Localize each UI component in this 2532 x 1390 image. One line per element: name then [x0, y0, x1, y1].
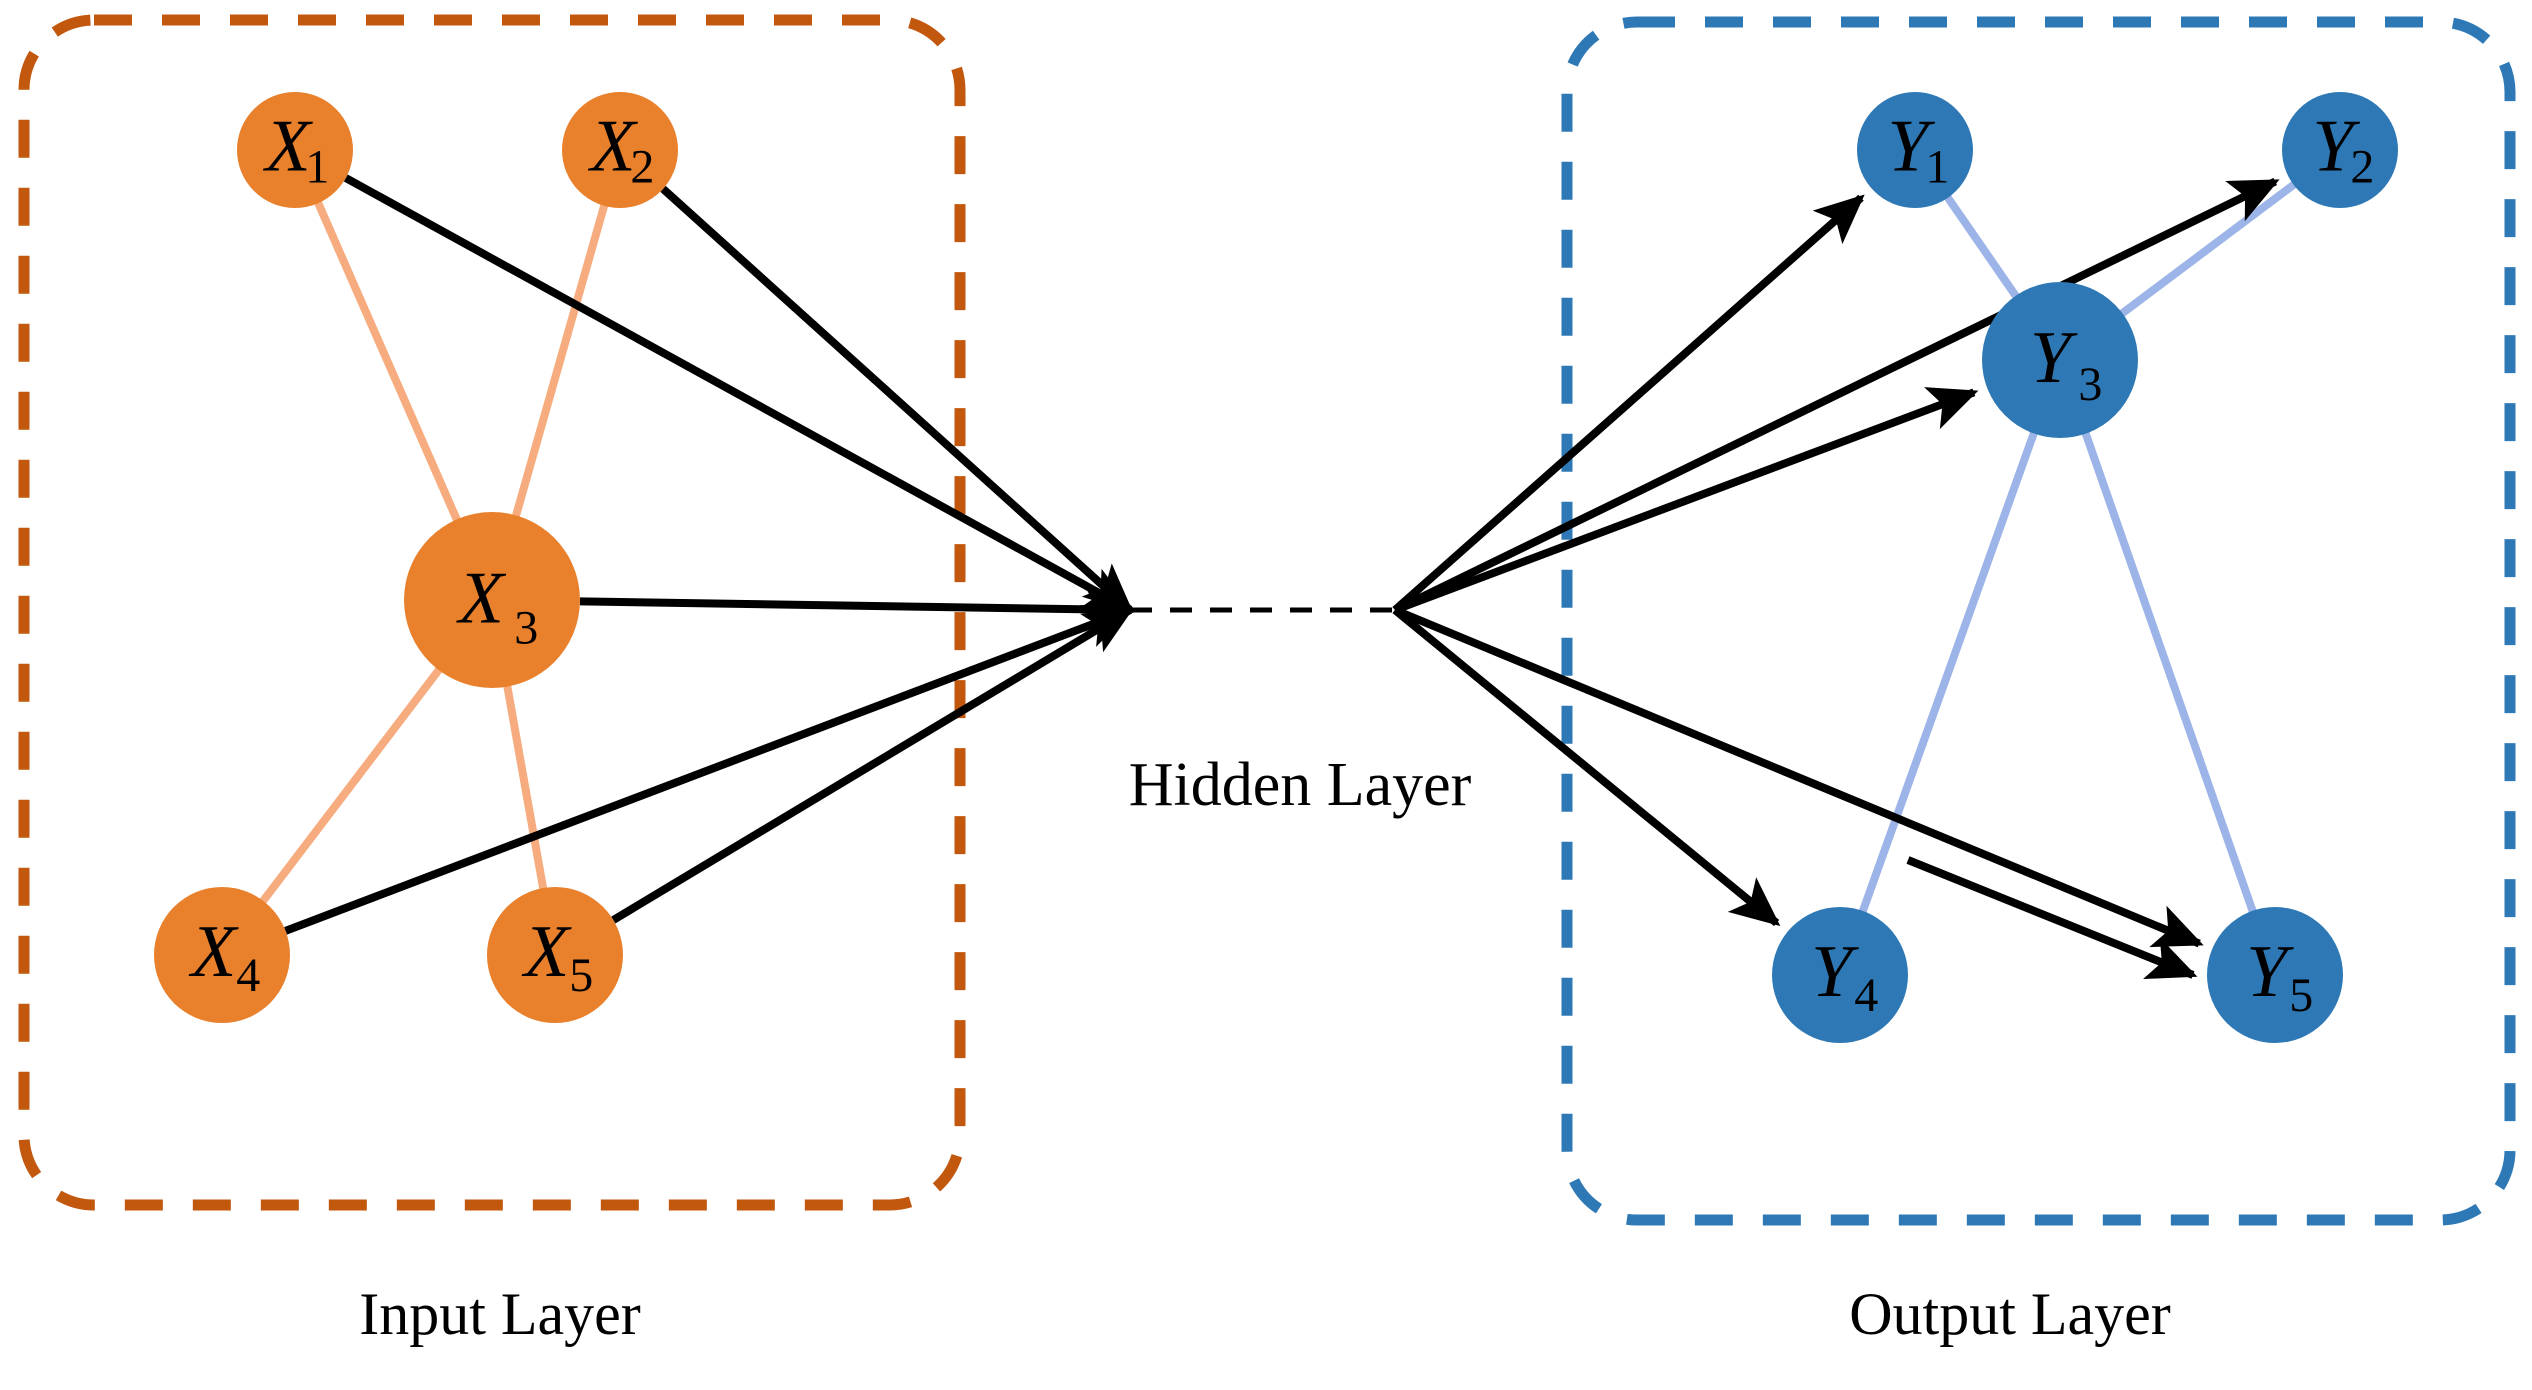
node-subscript-y3: 3: [2078, 358, 2102, 411]
node-label-y4: Y: [1811, 931, 1859, 1013]
output-node-y2[interactable]: Y2: [2282, 92, 2398, 208]
arrow-hidden-to-y4: [1392, 606, 1781, 927]
node-label-y3: Y: [2030, 317, 2078, 399]
node-label-x5: X: [521, 911, 572, 993]
node-circle-x3[interactable]: [404, 512, 580, 688]
node-circle-x5[interactable]: [487, 887, 623, 1023]
arrow-x2-to-hidden: [660, 185, 1134, 614]
node-circle-y4[interactable]: [1772, 907, 1908, 1043]
node-label-y1: Y: [1887, 106, 1935, 188]
hidden-layer-arrows: [284, 174, 2280, 980]
arrow-x4-to-hidden: [284, 604, 1135, 935]
input-layer-box: [18, 14, 966, 1211]
node-circle-y5[interactable]: [2207, 907, 2343, 1043]
node-subscript-y4: 4: [1854, 969, 1878, 1022]
hidden-layer-caption: Hidden Layer: [1128, 751, 1472, 819]
node-subscript-x2: 2: [630, 140, 654, 193]
output-layer-caption: Output Layer: [1849, 1281, 2171, 1347]
node-label-y5: Y: [2246, 931, 2294, 1013]
node-label-x2: X: [587, 106, 638, 188]
arrow-x3-to-hidden: [579, 586, 1135, 632]
input-node-x2[interactable]: X2: [562, 92, 678, 208]
output-edge-y3-y4: [1836, 356, 2064, 979]
node-subscript-y5: 5: [2289, 969, 2313, 1022]
node-subscript-x3: 3: [514, 601, 538, 654]
node-subscript-y1: 1: [1925, 140, 1949, 193]
node-circle-y2[interactable]: [2282, 92, 2398, 208]
arrow-hidden-to-y1: [1392, 194, 1865, 613]
node-subscript-x1: 1: [305, 140, 329, 193]
input-node-x1[interactable]: X1: [237, 92, 353, 208]
input-layer-caption: Input Layer: [359, 1281, 641, 1347]
output-layer-box: [1561, 16, 2516, 1226]
arrow-x1-to-hidden: [343, 174, 1135, 614]
output-node-y1[interactable]: Y1: [1857, 92, 1973, 208]
arrow-hidden-to-y5: [1393, 606, 2204, 948]
node-label-y2: Y: [2312, 106, 2360, 188]
node-circle-y3[interactable]: [1982, 282, 2138, 438]
arrow-y4-to-y5: [1906, 856, 2198, 980]
node-label-x1: X: [262, 106, 313, 188]
arrow-hidden-to-y3: [1393, 387, 1979, 614]
node-circle-x2[interactable]: [562, 92, 678, 208]
node-subscript-x4: 4: [236, 949, 260, 1002]
arrow-x5-to-hidden: [611, 606, 1135, 924]
node-subscript-x5: 5: [569, 949, 593, 1002]
layer-boxes: [18, 14, 2516, 1226]
node-circle-y1[interactable]: [1857, 92, 1973, 208]
node-subscript-y2: 2: [2350, 140, 2374, 193]
arrow-hidden-to-y2: [1393, 177, 2280, 614]
node-circle-x1[interactable]: [237, 92, 353, 208]
output-edge-y3-y5: [2056, 356, 2279, 979]
node-label-x4: X: [188, 911, 239, 993]
node-circle-x4[interactable]: [154, 887, 290, 1023]
node-label-x3: X: [456, 557, 507, 639]
